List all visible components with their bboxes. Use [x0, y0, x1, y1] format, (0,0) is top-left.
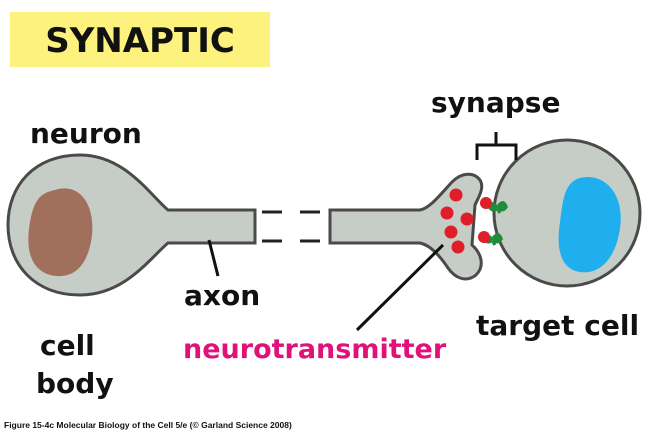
axon-pointer-line [207, 239, 220, 277]
neurotransmitter-vesicles [440, 188, 474, 254]
neurotransmitter-dot [444, 225, 458, 239]
neurotransmitter-dot [449, 188, 463, 202]
label-synapse: synapse [431, 86, 560, 119]
receptor-lower [478, 231, 503, 246]
axon-terminal [328, 172, 484, 281]
title-banner [10, 12, 270, 67]
bound-neurotransmitter-dot [478, 231, 490, 243]
label-cell: cell [40, 329, 95, 362]
synapse-bracket [475, 132, 518, 160]
neurotransmitter-dot [440, 206, 454, 220]
receptor-upper [480, 197, 508, 214]
label-neuron: neuron [30, 117, 142, 150]
title-text: SYNAPTIC [45, 21, 235, 61]
neurotransmitter-pointer-line [355, 243, 445, 332]
label-neurotransmitter: neurotransmitter [183, 334, 447, 365]
label-body: body [36, 367, 114, 400]
label-target-cell: target cell [476, 309, 639, 342]
bound-neurotransmitter-dot [480, 197, 492, 209]
figure-caption: Figure 15-4c Molecular Biology of the Ce… [4, 420, 292, 430]
target-cell-nucleus [558, 177, 621, 273]
axon-break-dashes [262, 210, 320, 243]
label-axon: axon [184, 279, 260, 312]
neurotransmitter-dot [460, 212, 474, 226]
neurotransmitter-dot [451, 240, 465, 254]
neuron-nucleus [28, 188, 93, 277]
